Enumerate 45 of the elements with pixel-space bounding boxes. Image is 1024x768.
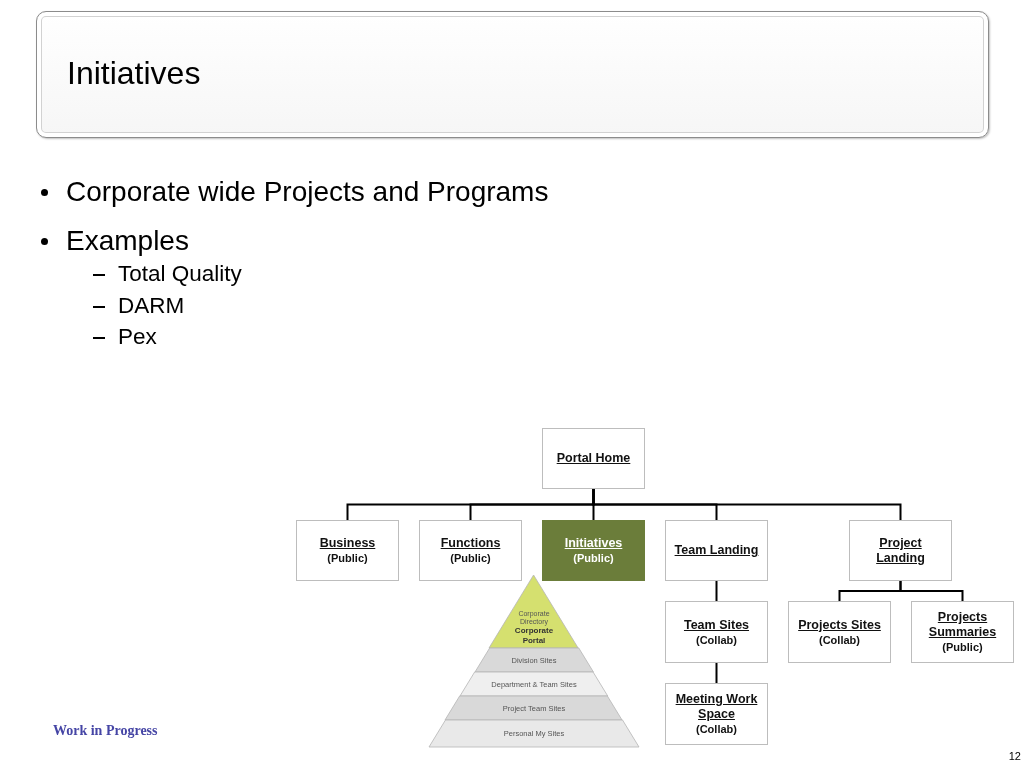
sub-bullet-item: Pex	[92, 323, 157, 350]
box-subtitle: (Public)	[450, 551, 491, 565]
page-box	[665, 520, 768, 581]
box-heading: Functions	[440, 536, 501, 551]
bullet-item: Examples	[40, 224, 189, 258]
pyramid-band	[474, 648, 594, 672]
pyramid-band	[489, 575, 579, 648]
page-box	[542, 520, 645, 581]
box-subtitle: (Public)	[942, 640, 983, 654]
box-subtitle: (Collab)	[696, 722, 737, 736]
connector-line	[899, 580, 964, 602]
box-heading: Team Landing	[674, 543, 759, 558]
box-heading: Portal Home	[556, 451, 631, 466]
slide-title: Initiatives	[67, 54, 201, 92]
box-heading: Initiatives	[564, 536, 623, 551]
page-box	[542, 428, 645, 489]
pyramid-band	[460, 672, 608, 696]
page-number: 12	[1008, 750, 1021, 763]
status-note: Work in Progress	[53, 722, 158, 739]
pyramid-band	[429, 720, 639, 747]
box-subtitle: (Collab)	[819, 632, 860, 647]
page-box	[665, 601, 768, 663]
box-heading: Meeting Work Space	[674, 692, 759, 722]
box-subtitle: (Collab)	[696, 632, 737, 647]
box-heading: Business	[319, 536, 376, 551]
page-box	[788, 601, 891, 663]
bullet-item: Corporate wide Projects and Programs	[40, 175, 549, 209]
page-box	[849, 520, 952, 581]
sub-bullet-item: DARM	[92, 292, 185, 319]
band-label: Corporate Portal	[513, 626, 555, 645]
box-subtitle: (Public)	[573, 551, 614, 565]
page-box	[911, 601, 1014, 663]
box-subtitle: (Public)	[327, 551, 368, 565]
page-box	[665, 683, 768, 745]
page-box	[419, 520, 522, 581]
pyramid-band	[445, 696, 623, 720]
box-heading: Team Sites	[683, 617, 750, 633]
box-heading: Projects Summaries	[927, 610, 998, 640]
box-heading: Projects Sites	[798, 617, 881, 633]
page-box	[296, 520, 399, 581]
connector-line	[715, 662, 718, 684]
connector-line	[592, 488, 902, 521]
sub-bullet-item: Total Quality	[92, 260, 242, 287]
connector-line	[715, 580, 718, 602]
box-heading: Project Landing	[875, 535, 926, 566]
